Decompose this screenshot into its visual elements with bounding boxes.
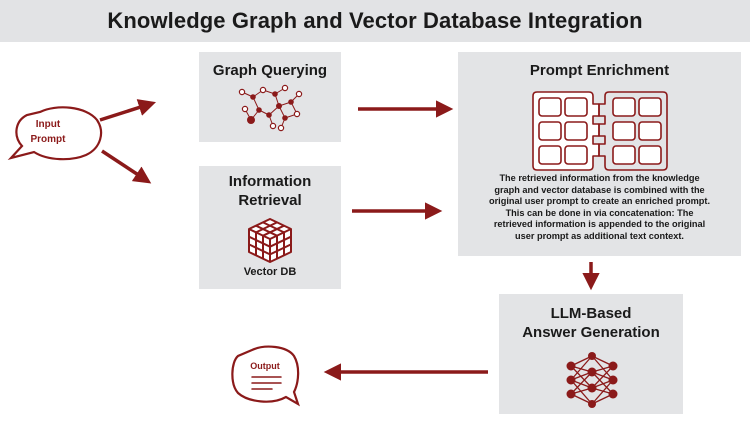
description-line: graph and vector database is combined wi…	[494, 184, 705, 195]
graph-network-icon	[238, 84, 303, 132]
description-line: original user prompt to create an enrich…	[488, 196, 711, 207]
puzzle-grid-icon	[532, 91, 668, 171]
arrow-input-to-retrieval	[101, 149, 152, 184]
prompt-enrichment-title: Prompt Enrichment	[529, 62, 670, 79]
llm-answer-generation-title: LLM-Based Answer Generation	[499, 304, 683, 342]
information-retrieval-box: Information Retrieval Vector DB	[199, 166, 341, 289]
input-label-line2: Prompt	[30, 134, 66, 145]
llm-title-line1: LLM-Based	[550, 305, 632, 322]
output-speech-bubble	[231, 345, 300, 407]
arrow-input-to-graph	[99, 99, 157, 122]
prompt-enrichment-box: Prompt Enrichment The retrieved informat…	[458, 52, 741, 256]
llm-answer-generation-box: LLM-Based Answer Generation	[499, 294, 683, 414]
diagram-title: Knowledge Graph and Vector Database Inte…	[107, 8, 643, 33]
neural-network-icon	[566, 352, 618, 408]
input-label-line1: Input	[35, 119, 61, 130]
description-line: user prompt as additional text context.	[515, 230, 684, 241]
cube-database-icon	[248, 218, 292, 263]
title-bar: Knowledge Graph and Vector Database Inte…	[0, 0, 750, 42]
output-text-lines-icon	[251, 376, 282, 390]
prompt-enrichment-description: The retrieved information from the knowl…	[472, 173, 727, 243]
retrieval-title-line2: Retrieval	[238, 192, 302, 209]
description-line: This can be done in via concatenation: T…	[505, 207, 694, 218]
graph-querying-title: Graph Querying	[212, 62, 328, 79]
description-line: retrieved information is appended to the…	[493, 219, 706, 230]
information-retrieval-title: Information Retrieval	[199, 172, 341, 210]
input-prompt-label: Input Prompt	[16, 117, 80, 147]
llm-title-line2: Answer Generation	[522, 324, 660, 341]
input-speech-bubble	[7, 106, 103, 161]
output-label: Output	[250, 361, 280, 371]
retrieval-title-line1: Information	[228, 173, 312, 190]
graph-querying-box: Graph Querying	[199, 52, 341, 142]
vector-db-caption: Vector DB	[243, 266, 297, 278]
description-line: The retrieved information from the knowl…	[499, 173, 700, 183]
